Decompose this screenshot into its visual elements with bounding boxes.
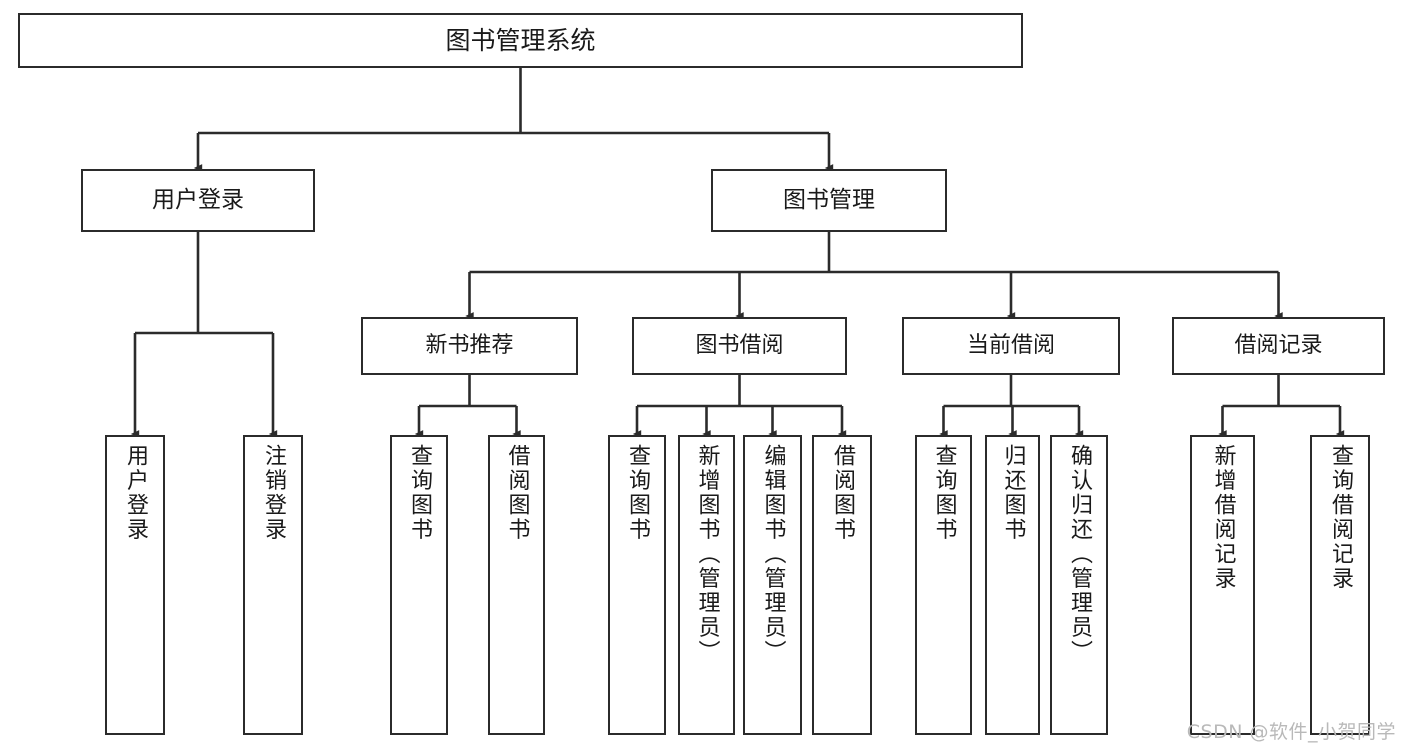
node-newbook[interactable]: 新书推荐 (361, 317, 578, 375)
watermark-label: CSDN @软件_小贺同学 (1186, 721, 1396, 743)
node-label: 查询图书 (625, 444, 650, 542)
node-label: 确认归还（管理员） (1067, 444, 1092, 665)
node-label: 用户登录 (152, 186, 244, 213)
node-leaf-bor3[interactable]: 编辑图书（管理员） (743, 435, 802, 735)
node-leaf-cur1[interactable]: 查询图书 (915, 435, 972, 735)
node-label: 编辑图书（管理员） (760, 444, 786, 665)
node-leaf-login2[interactable]: 注销登录 (243, 435, 303, 735)
node-leaf-bor2[interactable]: 新增图书（管理员） (678, 435, 735, 735)
node-label: 新书推荐 (425, 333, 514, 359)
node-leaf-rec2[interactable]: 查询借阅记录 (1310, 435, 1370, 735)
node-leaf-bor1[interactable]: 查询图书 (608, 435, 666, 735)
node-label: 图书借阅 (695, 333, 784, 359)
node-leaf-cur2[interactable]: 归还图书 (985, 435, 1040, 735)
node-leaf-login1[interactable]: 用户登录 (105, 435, 165, 735)
node-label: 查询图书 (931, 444, 957, 542)
node-current[interactable]: 当前借阅 (902, 317, 1120, 375)
node-label: 查询借阅记录 (1328, 444, 1353, 591)
node-label: 用户登录 (123, 444, 148, 542)
node-label: 注销登录 (261, 444, 286, 542)
node-label: 查询图书 (407, 444, 432, 542)
node-label: 借阅图书 (504, 444, 530, 542)
node-root[interactable]: 图书管理系统 (18, 13, 1023, 68)
edges-group (130, 68, 1345, 438)
node-leaf-new2[interactable]: 借阅图书 (488, 435, 545, 735)
node-label: 借阅图书 (830, 444, 855, 542)
node-label: 新增图书（管理员） (694, 444, 720, 665)
node-label: 借阅记录 (1234, 333, 1323, 359)
node-borrow[interactable]: 图书借阅 (632, 317, 847, 375)
node-label: 图书管理系统 (445, 25, 596, 55)
node-records[interactable]: 借阅记录 (1172, 317, 1385, 375)
node-leaf-cur3[interactable]: 确认归还（管理员） (1050, 435, 1108, 735)
node-label: 图书管理 (783, 186, 875, 213)
node-label: 当前借阅 (966, 333, 1055, 359)
node-leaf-new1[interactable]: 查询图书 (390, 435, 448, 735)
node-leaf-bor4[interactable]: 借阅图书 (812, 435, 872, 735)
node-leaf-rec1[interactable]: 新增借阅记录 (1190, 435, 1255, 735)
node-bookmgmt[interactable]: 图书管理 (711, 169, 947, 232)
node-label: 新增借阅记录 (1210, 444, 1236, 591)
node-label: 归还图书 (1000, 444, 1026, 542)
node-login[interactable]: 用户登录 (81, 169, 315, 232)
